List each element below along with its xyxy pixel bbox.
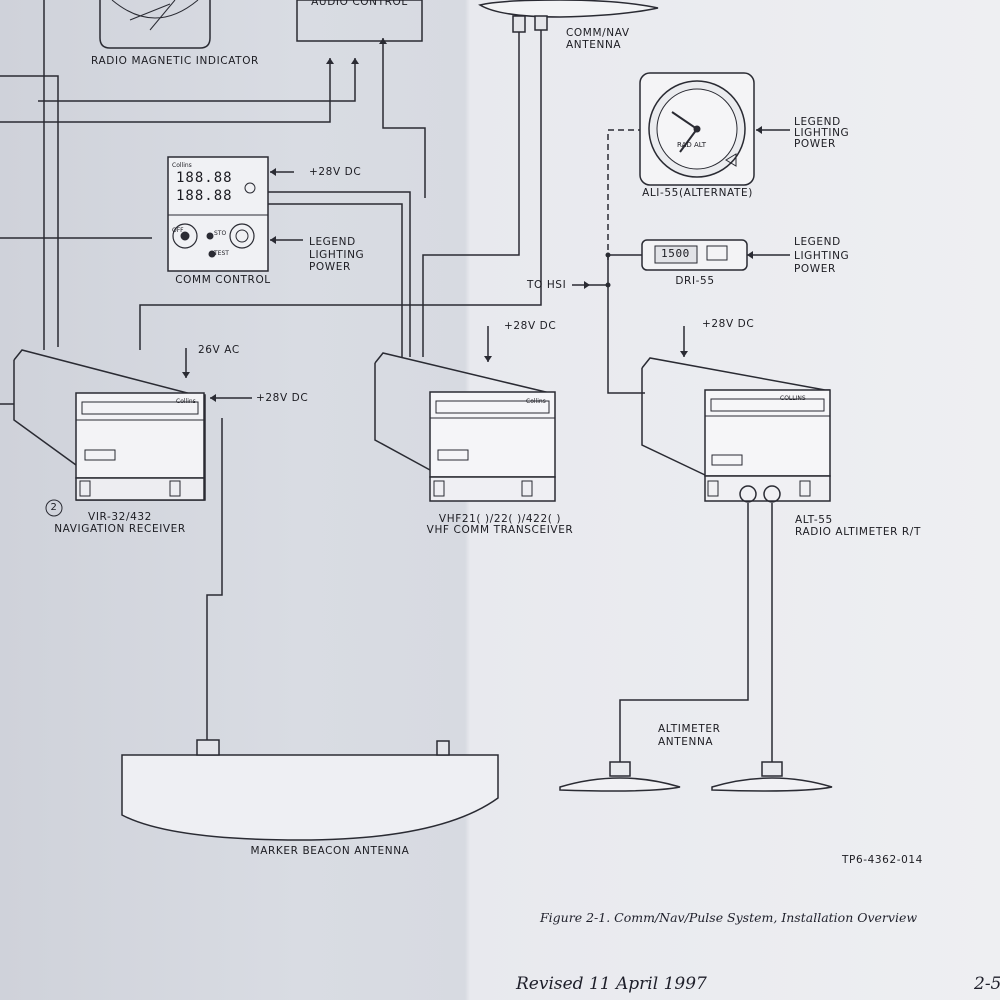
wire-audio-1 xyxy=(0,58,331,123)
junction-dot xyxy=(605,252,611,258)
legend-3-line-3: POWER xyxy=(309,261,351,273)
arrowhead xyxy=(182,372,190,378)
arrowhead xyxy=(756,126,762,134)
ali55-label: ALI-55(ALTERNATE) xyxy=(642,187,753,199)
comm-nav-antenna-label-1: COMM/NAV xyxy=(566,27,630,39)
arrowhead xyxy=(584,281,590,289)
legend-3-line-1: LEGEND xyxy=(309,236,356,248)
arrowhead xyxy=(210,394,216,402)
wire-marker xyxy=(206,418,223,740)
ali55-indicator xyxy=(639,72,755,186)
audio-control-label: AUDIO CONTROL xyxy=(311,0,408,8)
comm-control-sto: STO xyxy=(214,230,227,237)
nav-callout-number: 2 xyxy=(50,502,58,513)
legend-1-line-2: LIGHTING xyxy=(794,127,850,139)
ali55-face-label: RAD ALT xyxy=(677,141,706,149)
alt55-model: ALT-55 xyxy=(795,514,833,526)
marker-beacon-antenna xyxy=(121,739,499,841)
legend-2-line-1: LEGEND xyxy=(794,236,841,248)
wire-coax-nav xyxy=(139,30,542,350)
altimeter-antenna-1 xyxy=(559,761,681,792)
dri55-display xyxy=(641,239,748,271)
comm-nav-antenna xyxy=(478,0,659,33)
to-hsi-label: TO HSI xyxy=(527,279,567,291)
legend-1-line-3: POWER xyxy=(794,138,836,150)
vhf-model: VHF21( )/22( )/422( ) xyxy=(438,513,562,525)
wire-audio-2 xyxy=(38,58,356,102)
comm-control-label: COMM CONTROL xyxy=(175,274,271,286)
arrowhead xyxy=(326,58,334,64)
alt55-brand: COLLINS xyxy=(780,395,806,402)
nav-ac-power-label: 26V AC xyxy=(198,344,240,356)
vhf-transceiver xyxy=(374,352,556,502)
wire-alt-dri xyxy=(607,255,645,394)
junction-dot xyxy=(605,282,611,288)
dri55-reading: 1500 xyxy=(661,247,690,260)
legend-2-line-2: LIGHTING xyxy=(794,250,850,262)
dri55-label: DRI-55 xyxy=(675,275,715,287)
rmi-label: RADIO MAGNETIC INDICATOR xyxy=(91,55,259,67)
legend-2-line-3: POWER xyxy=(794,263,836,275)
alt-antenna-label-2: ANTENNA xyxy=(658,736,714,748)
arrowhead xyxy=(351,58,359,64)
arrowhead xyxy=(680,351,688,357)
marker-beacon-label: MARKER BEACON ANTENNA xyxy=(250,845,410,857)
alt55-power-label: +28V DC xyxy=(702,318,755,330)
wire-ctrl-vhf-1 xyxy=(268,191,411,357)
arrowhead xyxy=(747,251,753,259)
legend-3-line-2: LIGHTING xyxy=(309,249,365,261)
wire-left-1 xyxy=(0,75,59,347)
alt55-radio-altimeter xyxy=(641,357,831,503)
comm-nav-antenna-label-2: ANTENNA xyxy=(566,39,622,51)
arrowhead xyxy=(270,236,276,244)
wire-ali-dashed xyxy=(607,129,640,260)
vhf-brand: Collins xyxy=(526,398,546,405)
alt-antenna-label-1: ALTIMETER xyxy=(658,723,721,735)
revision-date: Revised 11 April 1997 xyxy=(516,974,707,994)
audio-control-box xyxy=(296,0,423,42)
legend-1-line-1: LEGEND xyxy=(794,116,841,128)
nav-rx-brand: Collins xyxy=(176,398,196,405)
wire-ctrl-vhf-2 xyxy=(268,203,403,357)
wire-coax-vhf xyxy=(422,32,520,357)
comm-control-brand: Collins xyxy=(172,162,192,169)
nav-rx-model: VIR-32/432 xyxy=(88,511,152,523)
callout-circle xyxy=(45,499,63,517)
comm-freq-active: 188.88 xyxy=(176,170,233,186)
page-number: 2-5 xyxy=(974,974,1000,994)
figure-caption: Figure 2-1. Comm/Nav/Pulse System, Insta… xyxy=(540,910,918,925)
wire-alt-ant-1 xyxy=(619,503,749,762)
vhf-power-label: +28V DC xyxy=(504,320,557,332)
radio-magnetic-indicator xyxy=(99,0,211,49)
drawing-number: TP6-4362-014 xyxy=(842,854,923,866)
arrowhead xyxy=(484,356,492,362)
comm-control-panel xyxy=(167,156,269,272)
altimeter-antenna-2 xyxy=(711,761,833,792)
nav-dc-power-label: +28V DC xyxy=(256,392,309,404)
navigation-receiver xyxy=(13,349,206,501)
comm-ctrl-power-label: +28V DC xyxy=(309,166,362,178)
comm-control-off: OFF xyxy=(172,227,184,234)
vhf-label: VHF COMM TRANSCEIVER xyxy=(426,524,574,536)
wire-audio-3 xyxy=(382,38,426,198)
alt55-label: RADIO ALTIMETER R/T xyxy=(795,526,921,538)
comm-freq-standby: 188.88 xyxy=(176,188,233,204)
comm-control-test: TEST xyxy=(214,250,229,257)
nav-rx-label: NAVIGATION RECEIVER xyxy=(54,523,186,535)
arrowhead xyxy=(270,168,276,176)
